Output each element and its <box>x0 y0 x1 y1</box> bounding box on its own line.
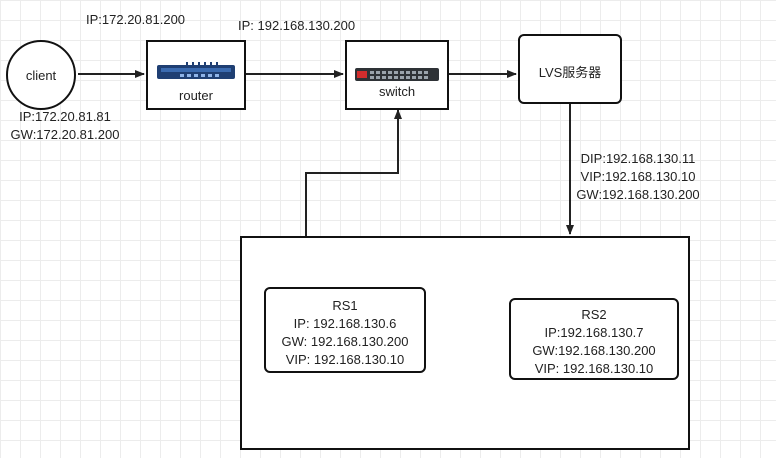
router-ip-label: IP:172.20.81.200 <box>86 12 186 27</box>
switch-icon <box>355 68 439 81</box>
rs1-title: RS1 <box>332 298 358 313</box>
rs1-info: RS1 IP: 192.168.130.6 GW: 192.168.130.20… <box>266 297 424 369</box>
rs1-gw: GW: 192.168.130.200 <box>281 334 409 349</box>
lvs-gw: GW:192.168.130.200 <box>576 187 700 202</box>
rs1-node: RS1 IP: 192.168.130.6 GW: 192.168.130.20… <box>264 287 426 373</box>
lvs-info: DIP:192.168.130.11 VIP:192.168.130.10 GW… <box>568 150 708 204</box>
lvs-vip: VIP:192.168.130.10 <box>580 169 696 184</box>
rs2-title: RS2 <box>581 307 607 322</box>
rs-switch-connector <box>305 109 402 236</box>
lvs-dip: DIP:192.168.130.11 <box>580 151 696 166</box>
router-node: router <box>146 40 246 110</box>
rs1-ip: IP: 192.168.130.6 <box>293 316 397 331</box>
router-icon <box>157 62 235 79</box>
rs2-node: RS2 IP:192.168.130.7 GW:192.168.130.200 … <box>509 298 679 380</box>
rs1-vip: VIP: 192.168.130.10 <box>285 352 405 367</box>
rs2-gw: GW:192.168.130.200 <box>532 343 656 358</box>
client-label: client <box>25 68 57 83</box>
switch-label: switch <box>378 84 416 99</box>
rs2-vip: VIP: 192.168.130.10 <box>534 361 654 376</box>
client-node: client <box>6 40 76 110</box>
switch-ip-label: IP: 192.168.130.200 <box>238 18 356 33</box>
client-ip: IP:172.20.81.81 <box>19 109 111 124</box>
client-info: IP:172.20.81.81 GW:172.20.81.200 <box>0 108 130 144</box>
lvs-label: LVS服务器 <box>538 65 602 80</box>
router-label: router <box>179 88 213 103</box>
rs2-info: RS2 IP:192.168.130.7 GW:192.168.130.200 … <box>511 306 677 378</box>
rs2-ip: IP:192.168.130.7 <box>544 325 644 340</box>
switch-node: switch <box>345 40 449 110</box>
lvs-server-node: LVS服务器 <box>518 34 622 104</box>
client-gw: GW:172.20.81.200 <box>10 127 120 142</box>
